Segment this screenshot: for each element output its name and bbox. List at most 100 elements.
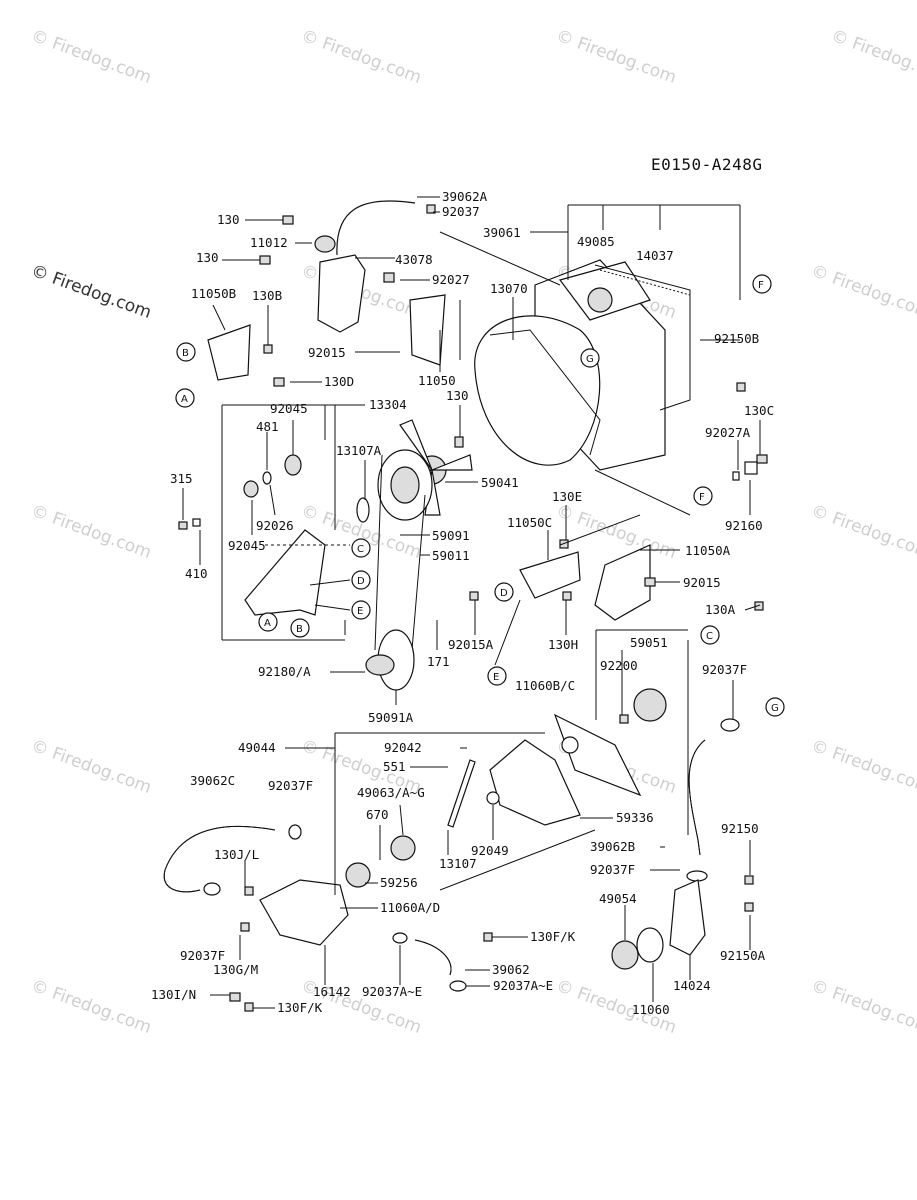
label-92045: 92045	[228, 538, 266, 553]
label-11050C: 11050C	[507, 515, 552, 530]
hose-39062B	[688, 739, 706, 856]
label-13070: 13070	[490, 281, 528, 296]
label-130D: 130D	[324, 374, 354, 389]
label-39062: 39062	[492, 962, 530, 977]
mechanical-seal	[390, 835, 416, 861]
watermark-text: © Firedog.com	[28, 501, 154, 563]
reference-markers: B A F G F C D E D A B C E G	[175, 274, 785, 717]
label-130: 130	[196, 250, 219, 265]
clamp-92037AE	[449, 980, 467, 992]
label-92045: 92045	[270, 401, 308, 416]
label-92042: 92042	[384, 740, 422, 755]
bracket-11050C	[519, 551, 581, 599]
label-11050: 11050	[418, 373, 456, 388]
label-11060BC: 11060B/C	[515, 678, 575, 693]
label-92049: 92049	[471, 843, 509, 858]
watermark-text: © Firedog.com	[808, 976, 917, 1038]
label-16142: 16142	[313, 984, 351, 999]
label-59011: 59011	[432, 548, 470, 563]
label-43078: 43078	[395, 252, 433, 267]
pump-cover	[259, 879, 349, 946]
label-551: 551	[383, 759, 406, 774]
watermark-text: © Firedog.com	[808, 261, 917, 323]
label-49063: 49063/A~G	[357, 785, 425, 800]
watermark-text: © Firedog.com	[808, 736, 917, 798]
label-49085: 49085	[577, 234, 615, 249]
label-59041: 59041	[481, 475, 519, 490]
clamp-92037F	[288, 824, 302, 840]
svg-text:G: G	[586, 354, 594, 365]
svg-text:D: D	[500, 588, 508, 599]
label-92027A: 92027A	[705, 425, 751, 440]
ref-marker-F: F	[693, 486, 713, 506]
label-14037: 14037	[636, 248, 674, 263]
watermark-text: © Firedog.com	[28, 26, 154, 88]
label-92026: 92026	[256, 518, 294, 533]
label-11050A: 11050A	[685, 543, 731, 558]
bolts	[178, 204, 768, 1012]
label-171: 171	[427, 654, 450, 669]
hose-39062	[414, 939, 452, 976]
label-39061: 39061	[483, 225, 521, 240]
ref-marker-F: F	[752, 274, 772, 294]
label-11060: 11060	[632, 1002, 670, 1017]
clamp-92037F-lower	[203, 882, 221, 896]
pump-gear	[633, 688, 667, 722]
radiator-cap	[587, 287, 613, 313]
ref-marker-C: C	[700, 625, 720, 645]
watermark-text: © Firedog.com	[828, 26, 917, 88]
watermark-text: © Firedog.com	[28, 976, 154, 1038]
label-49054: 49054	[599, 891, 637, 906]
part-labels: 39062A 92037 130 11012 43078 130 39061 4…	[151, 189, 774, 1017]
watermark-text: © Firedog.com	[553, 26, 679, 88]
label-39062A: 39062A	[442, 189, 488, 204]
label-130B: 130B	[252, 288, 282, 303]
tensioner-arm	[244, 529, 326, 616]
bearing-right	[284, 454, 302, 476]
svg-text:G: G	[771, 703, 779, 714]
hose-39062C	[164, 825, 276, 871]
label-130: 130	[217, 212, 240, 227]
label-670: 670	[366, 807, 389, 822]
label-39062C: 39062C	[190, 773, 235, 788]
leader-lines	[182, 196, 761, 1009]
ref-marker-B: B	[176, 342, 196, 362]
ref-marker-D: D	[494, 582, 514, 602]
ref-marker-G: G	[765, 697, 785, 717]
label-92015A: 92015A	[448, 637, 494, 652]
label-130C: 130C	[744, 403, 774, 418]
bracket-11050B	[207, 324, 251, 381]
label-130JL: 130J/L	[214, 847, 259, 862]
label-92180A: 92180/A	[258, 664, 311, 679]
svg-text:A: A	[264, 618, 271, 629]
label-130H: 130H	[548, 637, 578, 652]
watermarks: © Firedog.com © Firedog.com © Firedog.co…	[28, 26, 917, 1038]
fan-shroud	[474, 315, 601, 466]
label-410: 410	[185, 566, 208, 581]
label-92150: 92150	[721, 821, 759, 836]
label-59256: 59256	[380, 875, 418, 890]
label-13304: 13304	[369, 397, 407, 412]
oil-seal	[486, 791, 500, 805]
ref-marker-G: G	[580, 348, 600, 368]
label-11060AD: 11060A/D	[380, 900, 440, 915]
svg-text:C: C	[357, 544, 364, 555]
watermark-text: © Firedog.com	[28, 261, 154, 323]
label-130FK: 130F/K	[277, 1000, 323, 1015]
label-130FK: 130F/K	[530, 929, 576, 944]
label-92037F: 92037F	[180, 948, 225, 963]
svg-text:F: F	[758, 280, 764, 291]
impeller	[345, 862, 371, 888]
ref-marker-E: E	[487, 666, 507, 686]
bearing-left	[243, 480, 259, 498]
label-14024: 14024	[673, 978, 711, 993]
label-92150B: 92150B	[714, 331, 759, 346]
ref-marker-A: A	[258, 612, 278, 632]
svg-text:C: C	[706, 631, 713, 642]
reservoir-tank	[317, 254, 366, 333]
label-92200: 92200	[600, 658, 638, 673]
label-92037: 92037	[442, 204, 480, 219]
label-59091A: 59091A	[368, 710, 414, 725]
overflow-hose	[336, 200, 416, 256]
pump-shaft	[447, 759, 476, 828]
